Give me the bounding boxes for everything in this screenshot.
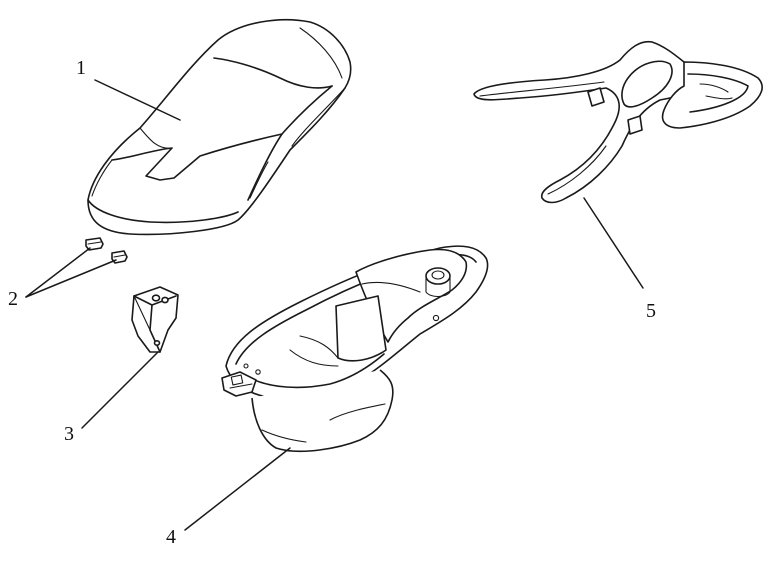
callout-4: 4 bbox=[166, 526, 176, 548]
bumper-drawing bbox=[85, 237, 128, 264]
leader-2a bbox=[25, 247, 91, 298]
callout-2: 2 bbox=[8, 288, 18, 310]
leader-1 bbox=[94, 79, 181, 121]
leader-lines bbox=[25, 79, 644, 531]
helmet-box-drawing bbox=[221, 245, 489, 453]
bracket-drawing bbox=[131, 286, 179, 353]
callout-labels: 1 2 3 4 5 bbox=[8, 57, 656, 548]
leader-5 bbox=[583, 197, 644, 289]
callout-3: 3 bbox=[64, 423, 74, 445]
callout-5: 5 bbox=[646, 300, 656, 322]
leader-3 bbox=[81, 351, 159, 429]
leader-2b bbox=[25, 259, 117, 298]
callout-1: 1 bbox=[76, 57, 86, 79]
leader-4 bbox=[184, 447, 291, 531]
rear-carrier-drawing bbox=[473, 40, 763, 204]
seat-drawing bbox=[87, 19, 352, 236]
